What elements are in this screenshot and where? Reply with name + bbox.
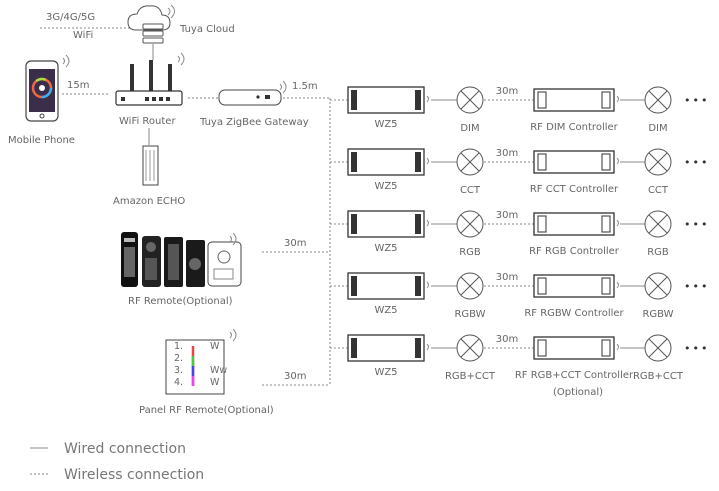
wz5-controller (347, 86, 429, 114)
controller-row: WZ5 RGB+CCT 30m RF RGB+CCT Controller (Optio… (330, 334, 709, 398)
rf-controller-label: RF RGB Controller (529, 246, 620, 257)
end-light-label: RGB (647, 247, 669, 258)
rf-controller (533, 336, 619, 360)
controller-row: WZ5 DIM 30m RF DIM Controller DIM ••• (330, 86, 709, 134)
more-ellipsis: ••• (684, 342, 709, 355)
more-ellipsis: ••• (684, 94, 709, 107)
end-light-bulb-icon (644, 272, 672, 300)
router-icon (115, 52, 185, 106)
end-light-bulb-icon (644, 86, 672, 114)
panel-remote-icon: 1. 2. 3. 4. W Ww W (165, 328, 237, 395)
wz5-controller (347, 334, 429, 362)
wz5-label: WZ5 (374, 181, 397, 192)
rf-distance: 30m (496, 148, 518, 159)
panel-number-2: 2. (174, 353, 183, 364)
rf-controller (533, 88, 619, 112)
light-bulb-icon (456, 272, 484, 300)
end-light-label: RGB+CCT (633, 371, 684, 382)
panel-remote-label: Panel RF Remote(Optional) (139, 405, 274, 416)
light-bulb-icon (456, 334, 484, 362)
wz5-label: WZ5 (374, 119, 397, 130)
light-bulb-icon (456, 86, 484, 114)
rf-controller (533, 150, 619, 174)
phone-icon (25, 54, 70, 122)
wz5-controller (347, 148, 429, 176)
rf-remote-label: RF Remote(Optional) (128, 296, 233, 307)
panel-bus-distance: 30m (284, 371, 306, 382)
more-ellipsis: ••• (684, 156, 709, 169)
panel-mark-1: W (210, 341, 220, 352)
cloud-label: Tuya Cloud (179, 24, 235, 35)
rf-controller (533, 212, 619, 236)
rf-controller-label-line2: (Optional) (553, 387, 603, 398)
end-light-label: CCT (648, 185, 669, 196)
light-bulb-icon (456, 210, 484, 238)
router-label: WiFi Router (119, 116, 176, 127)
gateway-label: Tuya ZigBee Gateway (199, 117, 309, 128)
rf-controller-label: RF DIM Controller (530, 122, 618, 133)
gateway-icon (218, 80, 287, 106)
rf-controller (533, 274, 619, 298)
end-light-bulb-icon (644, 210, 672, 238)
end-light-bulb-icon (644, 148, 672, 176)
phone-label: Mobile Phone (8, 135, 75, 146)
controller-row: WZ5 RGBW 30m RF RGBW Controller RGBW ••• (330, 272, 709, 320)
light-label: CCT (460, 185, 481, 196)
wifi-label: WiFi (73, 30, 93, 41)
panel-number-3: 3. (174, 365, 183, 376)
wz5-controller (347, 210, 429, 238)
light-label: RGB+CCT (445, 371, 496, 382)
rf-distance: 30m (496, 272, 518, 283)
rf-distance: 30m (496, 334, 518, 345)
rf-controller-label: RF RGB+CCT Controller (515, 370, 634, 381)
wz5-label: WZ5 (374, 305, 397, 316)
cloud-icon (127, 4, 175, 52)
rf-distance: 30m (496, 86, 518, 97)
rf-remote-group (121, 232, 242, 287)
remote-bus-distance: 30m (284, 238, 306, 249)
wz5-label: WZ5 (374, 367, 397, 378)
phone-router-distance: 15m (67, 80, 89, 91)
controller-row: WZ5 RGB 30m RF RGB Controller RGB ••• (330, 210, 709, 258)
legend-wireless-label: Wireless connection (64, 467, 204, 483)
panel-number-4: 4. (174, 377, 183, 388)
panel-mark-3: Ww (210, 365, 227, 376)
rf-controller-label: RF CCT Controller (530, 184, 619, 195)
end-light-label: DIM (648, 123, 667, 134)
more-ellipsis: ••• (684, 280, 709, 293)
legend-wired-label: Wired connection (64, 441, 186, 457)
wz5-label: WZ5 (374, 243, 397, 254)
panel-mark-4: W (210, 377, 220, 388)
rf-controller-label: RF RGBW Controller (524, 308, 624, 319)
more-ellipsis: ••• (684, 218, 709, 231)
end-light-bulb-icon (644, 334, 672, 362)
light-label: DIM (460, 123, 479, 134)
controller-row: WZ5 CCT 30m RF CCT Controller CCT ••• (330, 148, 709, 196)
echo-icon (142, 145, 159, 186)
rf-distance: 30m (496, 210, 518, 221)
network-label: 3G/4G/5G (46, 12, 95, 23)
gateway-bus-distance: 1.5m (292, 81, 318, 92)
light-label: RGB (459, 247, 481, 258)
end-light-label: RGBW (642, 309, 673, 320)
wz5-controller (347, 272, 429, 300)
light-label: RGBW (454, 309, 485, 320)
echo-label: Amazon ECHO (113, 196, 185, 207)
panel-number-1: 1. (174, 341, 183, 352)
light-bulb-icon (456, 148, 484, 176)
